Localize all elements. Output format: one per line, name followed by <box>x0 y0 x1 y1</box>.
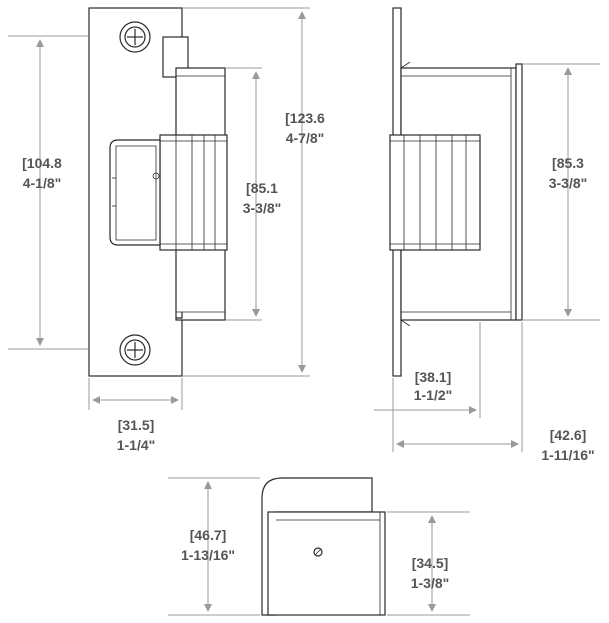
dim-top-overall-in: 1-13/16" <box>181 547 235 563</box>
dim-side-overall-depth-in: 1-11/16" <box>541 447 594 463</box>
side-view <box>389 7 523 377</box>
dim-top-body-in: 1-3/8" <box>411 575 450 591</box>
dim-plate-height-mm: [123.6 <box>285 110 325 126</box>
dim-plate-width-in: 1-1/4" <box>117 437 156 453</box>
dim-side-body-height-mm: [85.3 <box>552 155 584 171</box>
dim-side-depth-in: 1-1/2" <box>414 387 453 403</box>
dim-plate-width-mm: [31.5] <box>118 417 155 433</box>
dim-overall-height-mm: [104.8 <box>22 155 62 171</box>
dim-overall-height-in: 4-1/8" <box>23 175 62 191</box>
front-dimensions <box>8 7 310 410</box>
dim-plate-height-in: 4-7/8" <box>286 130 325 146</box>
dim-body-height-in: 3-3/8" <box>243 200 282 216</box>
dim-side-depth-mm: [38.1] <box>415 369 452 385</box>
front-keeper <box>159 134 228 251</box>
top-body <box>267 511 386 616</box>
dim-top-body-mm: [34.5] <box>412 555 449 571</box>
dim-side-overall-depth-mm: [42.6] <box>550 427 587 443</box>
top-dimensions <box>168 477 470 616</box>
top-view <box>261 477 386 616</box>
front-latch-cutout <box>109 139 161 246</box>
side-keeper <box>389 134 481 251</box>
top-set-screw-icon <box>313 547 323 557</box>
front-top-screw-icon <box>119 21 151 53</box>
side-dimension-labels: [85.3 3-3/8" [38.1] 1-1/2" [42.6] 1-11/1… <box>414 155 595 463</box>
dim-top-overall-mm: [46.7] <box>190 527 227 543</box>
front-bottom-screw-icon <box>119 334 151 366</box>
front-dimension-labels: [104.8 4-1/8" [123.6 4-7/8" [85.1 3-3/8"… <box>22 110 325 453</box>
top-dimension-labels: [46.7] 1-13/16" [34.5] 1-3/8" <box>181 527 449 591</box>
dim-body-height-mm: [85.1 <box>246 180 278 196</box>
front-view <box>88 7 228 377</box>
side-dimensions <box>374 63 600 452</box>
dim-side-body-height-in: 3-3/8" <box>549 175 588 191</box>
